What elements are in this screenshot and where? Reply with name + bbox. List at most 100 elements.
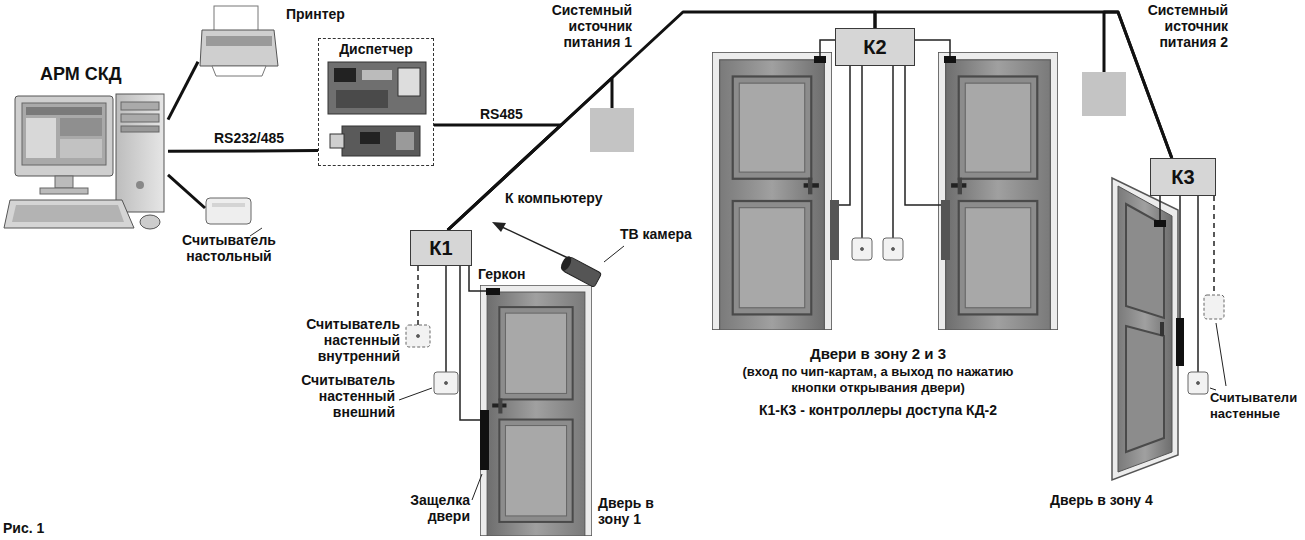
printer — [212, 66, 266, 76]
controller-wiring — [1159, 196, 1161, 222]
bus-line — [168, 62, 198, 120]
signal-label: К компьютеру — [505, 190, 635, 206]
dispatcher-boards — [336, 90, 388, 108]
workstation-computer — [121, 114, 159, 122]
workstation-computer — [140, 215, 160, 229]
device-label: Считыватель настенный внешний — [290, 372, 395, 420]
leader-line — [472, 474, 482, 500]
zone-label: Дверь в зону 1 — [598, 495, 670, 527]
door-latch — [941, 200, 950, 260]
controller-wiring — [905, 66, 941, 205]
wall-reader — [406, 325, 430, 347]
dispatcher-boards — [328, 62, 426, 156]
dispatcher-boards — [342, 126, 420, 156]
node-label: Системный источник питания 2 — [1126, 2, 1228, 50]
reed-switch — [944, 56, 956, 63]
bus-line — [448, 12, 875, 230]
workstation-computer — [60, 118, 102, 136]
door-zone-4 — [1118, 186, 1172, 472]
zone-label: Дверь в зону 4 — [1050, 492, 1180, 508]
wall-reader — [1188, 372, 1208, 394]
device-label: Считыватель настенный внутренний — [295, 316, 400, 364]
tv-camera — [559, 255, 602, 288]
bus-line — [168, 175, 205, 208]
workstation-computer — [4, 200, 134, 228]
workstation-computer — [12, 205, 124, 222]
workstation-computer — [136, 181, 144, 189]
figure-caption: Рис. 1 — [3, 520, 63, 536]
controller-label: К1 — [429, 237, 452, 259]
node-label: АРМ СКД — [40, 64, 160, 85]
leader-line — [604, 246, 624, 262]
dispatcher-boards — [396, 132, 414, 150]
note-text: (вход по чип-картам, а выход по нажатию … — [733, 364, 1023, 396]
controller-box: К1 — [410, 230, 472, 266]
door-zone-4 — [1160, 322, 1164, 336]
printer — [200, 6, 278, 76]
dispatcher-box: Диспетчер — [318, 38, 434, 166]
node-label: Системный источник питания 1 — [530, 2, 632, 50]
controller-wiring — [892, 66, 894, 238]
printer — [200, 30, 278, 66]
door-latch — [830, 200, 839, 260]
controller-wiring — [418, 40, 1214, 420]
dispatcher-boards — [362, 70, 392, 80]
wall-reader — [417, 335, 420, 338]
device-label: Считыватели настенные — [1210, 390, 1302, 422]
wall-reader — [445, 382, 448, 385]
bus-line — [875, 12, 1172, 158]
controller-label: К3 — [1171, 166, 1194, 188]
door — [712, 52, 832, 330]
dispatcher-boards — [330, 134, 344, 148]
leader-line — [1216, 323, 1226, 386]
controller-wiring — [915, 40, 950, 56]
wall-reader — [1197, 382, 1200, 385]
controller-wiring — [1179, 196, 1181, 318]
wall-reader — [883, 238, 903, 260]
reed-switch — [814, 56, 826, 63]
workstation-computer — [22, 103, 106, 165]
wall-reader — [434, 372, 458, 394]
bus-line — [168, 149, 318, 153]
workstation: АРМ СКД — [5, 92, 168, 230]
node-label: Диспетчер — [339, 41, 413, 57]
wall-reader — [1204, 295, 1224, 319]
desk-reader — [206, 198, 251, 224]
printer — [206, 36, 272, 46]
interface-label: RS232/485 — [212, 130, 286, 146]
workstation-computer — [116, 94, 164, 212]
wall-reader — [852, 238, 872, 260]
door-latch — [480, 200, 1184, 470]
workstation-computer — [26, 107, 102, 115]
desk-reader — [212, 203, 245, 207]
workstation-computer — [121, 102, 159, 110]
device-label: Защелка двери — [380, 492, 470, 524]
leader-line — [399, 388, 432, 400]
controller-wiring — [460, 266, 480, 420]
desk-reader — [206, 198, 262, 236]
reed-switch — [1154, 220, 1166, 227]
bus-line — [448, 78, 612, 230]
power-supply: Системный источник питания 1 — [590, 108, 634, 152]
device-label: ТВ камера — [620, 226, 720, 242]
door — [480, 285, 592, 536]
controller-wiring — [861, 66, 863, 238]
door-latch — [1176, 318, 1184, 366]
workstation-computer — [26, 118, 56, 158]
controller-wiring — [1213, 196, 1215, 295]
controller-wiring — [839, 66, 850, 205]
dispatcher-boards — [360, 132, 380, 144]
dispatcher-boards — [334, 68, 356, 82]
wall-reader — [861, 248, 864, 251]
wall-reader — [892, 248, 895, 251]
note-text: К1-К3 - контроллеры доступа КД-2 — [728, 402, 1028, 418]
controller-box: К3 — [1150, 158, 1216, 196]
door-zone-4 — [1126, 326, 1164, 452]
workstation-computer — [60, 139, 102, 158]
door-zone-4 — [1112, 178, 1178, 480]
tv-camera — [500, 226, 568, 258]
device-label: Геркон — [478, 266, 548, 282]
door — [938, 52, 1058, 330]
controller-wiring — [417, 266, 419, 325]
node-label: Принтер — [286, 6, 376, 22]
